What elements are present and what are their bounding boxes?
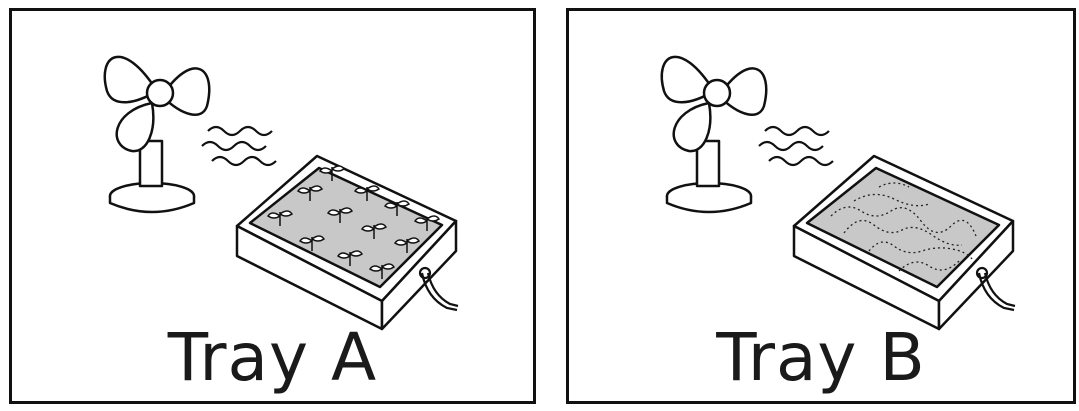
fan-icon [105,57,209,212]
power-cord-icon [420,268,458,310]
power-cord-icon [977,268,1015,310]
tray-b-caption: Tray B [569,325,1073,391]
tray-icon [794,156,1013,329]
tray-a-caption: Tray A [12,325,533,391]
wind-lines-icon [202,127,276,165]
fan-icon [662,57,766,212]
wind-lines-icon [759,127,833,165]
panel-tray-a: Tray A [9,8,536,404]
tray-icon [237,156,456,329]
panel-tray-b: Tray B [566,8,1076,404]
